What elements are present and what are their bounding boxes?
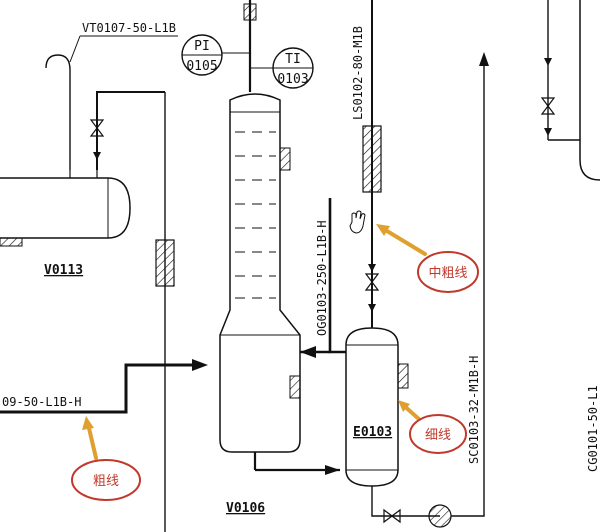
callout-thin: 细线	[398, 400, 467, 454]
arrow-down-icon	[93, 152, 101, 160]
arrow-down-icon	[368, 304, 376, 312]
column-top-line	[220, 0, 276, 92]
gate-valve-icon[interactable]	[383, 508, 401, 524]
arrow-left-icon	[300, 346, 316, 358]
drum-outlet-line	[89, 91, 175, 532]
exchanger-e0103	[345, 327, 409, 487]
insulation-hatch	[155, 239, 175, 287]
line-label-overhead: OG0103-250-L1B-H	[315, 220, 329, 336]
callout-label: 粗线	[93, 474, 119, 489]
arrow-down-icon	[544, 128, 552, 136]
line-label-right: CG0101-50-L1	[586, 385, 600, 472]
right-vessel	[540, 0, 600, 181]
line-label-condensate: SC0103-32-M1B-H	[467, 356, 481, 464]
overhead-line	[300, 198, 346, 358]
instrument-tag: TI	[285, 52, 301, 67]
line-label-steam: LS0102-80-M1B	[351, 26, 365, 120]
equipment-tag-drum: V0113	[44, 263, 83, 278]
equipment-tag-column: V0106	[226, 501, 265, 516]
arrow-right-icon	[325, 465, 340, 475]
gate-valve-icon[interactable]	[89, 119, 105, 137]
feed-line	[0, 359, 208, 414]
condensate-line	[371, 52, 489, 528]
arrow-down-icon	[544, 58, 552, 66]
vent-line	[45, 35, 178, 170]
callout-label: 中粗线	[428, 266, 467, 281]
hand-cursor-icon	[349, 210, 366, 234]
arrow-up-icon	[479, 52, 489, 66]
arrow-down-icon	[368, 264, 376, 272]
gate-valve-icon[interactable]	[364, 273, 380, 291]
equipment-tag-exchanger: E0103	[353, 425, 392, 440]
line-label-feed: 09-50-L1B-H	[2, 395, 81, 409]
instrument-tag: PI	[194, 39, 210, 54]
callout-medium: 中粗线	[376, 224, 479, 293]
callout-label: 细线	[425, 428, 451, 443]
callout-thick: 粗线	[71, 416, 141, 501]
drum-v0113	[0, 170, 131, 247]
instrument-number: 0105	[186, 59, 217, 74]
instrument-pi-0105[interactable]: PI 0105	[181, 34, 223, 76]
gate-valve-icon[interactable]	[540, 97, 556, 115]
arrow-right-icon	[192, 359, 208, 371]
pump-icon[interactable]	[428, 504, 452, 528]
column-v0106	[219, 93, 340, 475]
line-label-vent: VT0107-50-L1B	[82, 21, 176, 35]
instrument-ti-0103[interactable]: TI 0103	[272, 47, 314, 89]
steam-line	[362, 0, 382, 328]
instrument-number: 0103	[277, 72, 308, 87]
